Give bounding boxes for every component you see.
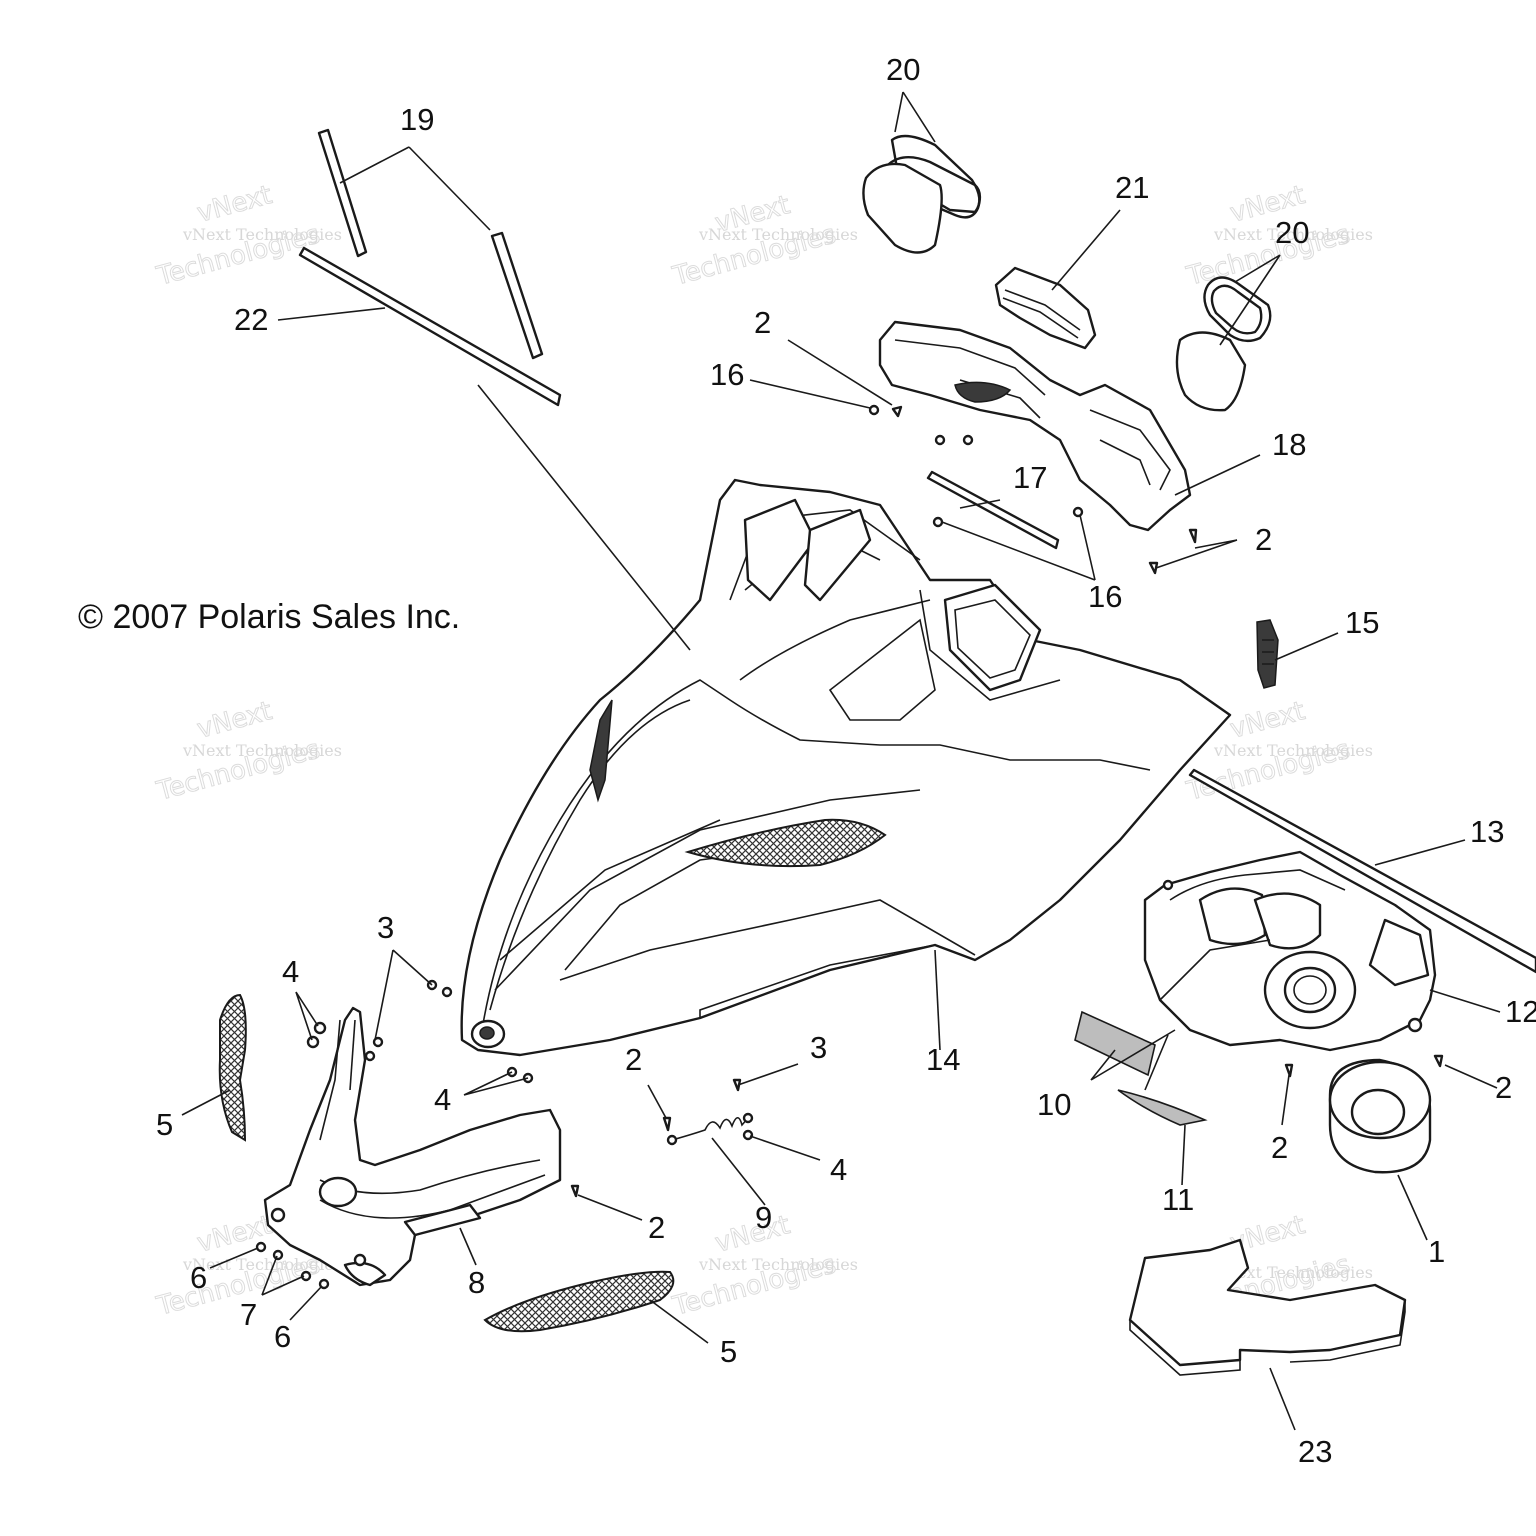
callout-18: 18 bbox=[1272, 427, 1306, 462]
svg-text:vNext Technologies: vNext Technologies bbox=[182, 741, 342, 760]
callout-12: 12 bbox=[1505, 994, 1536, 1029]
part-12-lower-panel bbox=[1143, 850, 1437, 1052]
part-11-decal bbox=[1117, 1089, 1208, 1126]
part-9-spring-wire bbox=[666, 1112, 754, 1146]
callout-17: 17 bbox=[1013, 460, 1047, 495]
part-13-rod bbox=[1188, 768, 1536, 974]
callout-3-left: 3 bbox=[377, 910, 394, 945]
svg-text:vNext Technologies: vNext Technologies bbox=[182, 1255, 342, 1274]
part-19-trim-strips bbox=[317, 128, 544, 360]
callout-6-bottom: 6 bbox=[274, 1319, 291, 1354]
part-20-lens-right bbox=[1175, 276, 1272, 412]
svg-text:vNext: vNext bbox=[712, 1210, 793, 1259]
callout-4-left: 4 bbox=[282, 954, 299, 989]
svg-text:vNext Technologies: vNext Technologies bbox=[1213, 1263, 1373, 1282]
callout-2-far-right: 2 bbox=[1495, 1070, 1512, 1105]
watermark-top-center: vNext vNext Technologies Technologies bbox=[669, 190, 858, 293]
svg-text:vNext: vNext bbox=[194, 696, 275, 745]
copyright-text: © 2007 Polaris Sales Inc. bbox=[78, 598, 460, 636]
callout-19: 19 bbox=[400, 102, 434, 137]
callout-5-bottom: 5 bbox=[720, 1334, 737, 1369]
callout-4-right: 4 bbox=[830, 1152, 847, 1187]
callout-10: 10 bbox=[1037, 1087, 1071, 1122]
svg-text:vNext Technologies: vNext Technologies bbox=[182, 225, 342, 244]
callout-21: 21 bbox=[1115, 170, 1149, 205]
callout-2-right-upper: 2 bbox=[1255, 522, 1272, 557]
callout-11: 11 bbox=[1162, 1182, 1194, 1217]
part-5-grille-bottom bbox=[483, 1270, 675, 1333]
part-10-decal bbox=[1074, 1010, 1156, 1077]
callout-2-tank: 2 bbox=[1271, 1130, 1288, 1165]
svg-text:vNext: vNext bbox=[1227, 696, 1308, 745]
part-21-gauge-bezel bbox=[994, 266, 1097, 350]
svg-text:vNext Technologies: vNext Technologies bbox=[1213, 225, 1373, 244]
callout-2-lower-center: 2 bbox=[625, 1042, 642, 1077]
part-14-hood bbox=[460, 478, 1232, 1057]
part-20-lens-top bbox=[862, 134, 982, 254]
callout-7: 7 bbox=[240, 1297, 257, 1332]
callout-22: 22 bbox=[234, 302, 268, 337]
callout-20-top: 20 bbox=[886, 52, 920, 87]
watermark-mid-left: vNext vNext Technologies Technologies bbox=[153, 696, 342, 808]
part-8-front-frame bbox=[263, 1006, 562, 1287]
callout-9: 9 bbox=[755, 1200, 772, 1235]
callout-2-frame: 2 bbox=[648, 1210, 665, 1245]
callout-labels: 19 22 20 21 20 2 16 17 18 2 16 15 13 12 … bbox=[156, 52, 1536, 1469]
callout-1: 1 bbox=[1428, 1234, 1445, 1269]
callout-15: 15 bbox=[1345, 605, 1379, 640]
part-15-clip bbox=[1256, 619, 1279, 689]
svg-text:vNext Technologies: vNext Technologies bbox=[698, 1255, 858, 1274]
callout-16-bottom: 16 bbox=[1088, 579, 1122, 614]
callout-6-left: 6 bbox=[190, 1260, 207, 1295]
svg-text:vNext Technologies: vNext Technologies bbox=[1213, 741, 1373, 760]
part-1-grommet bbox=[1328, 1058, 1432, 1174]
part-22-long-strip bbox=[298, 246, 562, 407]
callout-20-right: 20 bbox=[1275, 215, 1309, 250]
callout-2-console: 2 bbox=[754, 305, 771, 340]
callout-13: 13 bbox=[1470, 814, 1504, 849]
svg-text:vNext Technologies: vNext Technologies bbox=[698, 225, 858, 244]
callout-3-right: 3 bbox=[810, 1030, 827, 1065]
part-18-console-housing bbox=[878, 320, 1192, 532]
svg-text:vNext: vNext bbox=[194, 180, 275, 229]
watermark-top-left: vNext vNext Technologies Technologies bbox=[153, 180, 342, 293]
fasteners-lower bbox=[255, 979, 1444, 1290]
part-5-grille-left bbox=[218, 993, 247, 1142]
callout-8: 8 bbox=[468, 1265, 485, 1300]
part-17-strip bbox=[926, 470, 1060, 550]
callout-14: 14 bbox=[926, 1042, 960, 1077]
callout-5-left: 5 bbox=[156, 1107, 173, 1142]
leader-lines bbox=[181, 91, 1501, 1431]
callout-4-center: 4 bbox=[434, 1082, 451, 1117]
callout-23: 23 bbox=[1298, 1434, 1332, 1469]
callout-16-top: 16 bbox=[710, 357, 744, 392]
part-23-pad bbox=[1128, 1238, 1407, 1376]
